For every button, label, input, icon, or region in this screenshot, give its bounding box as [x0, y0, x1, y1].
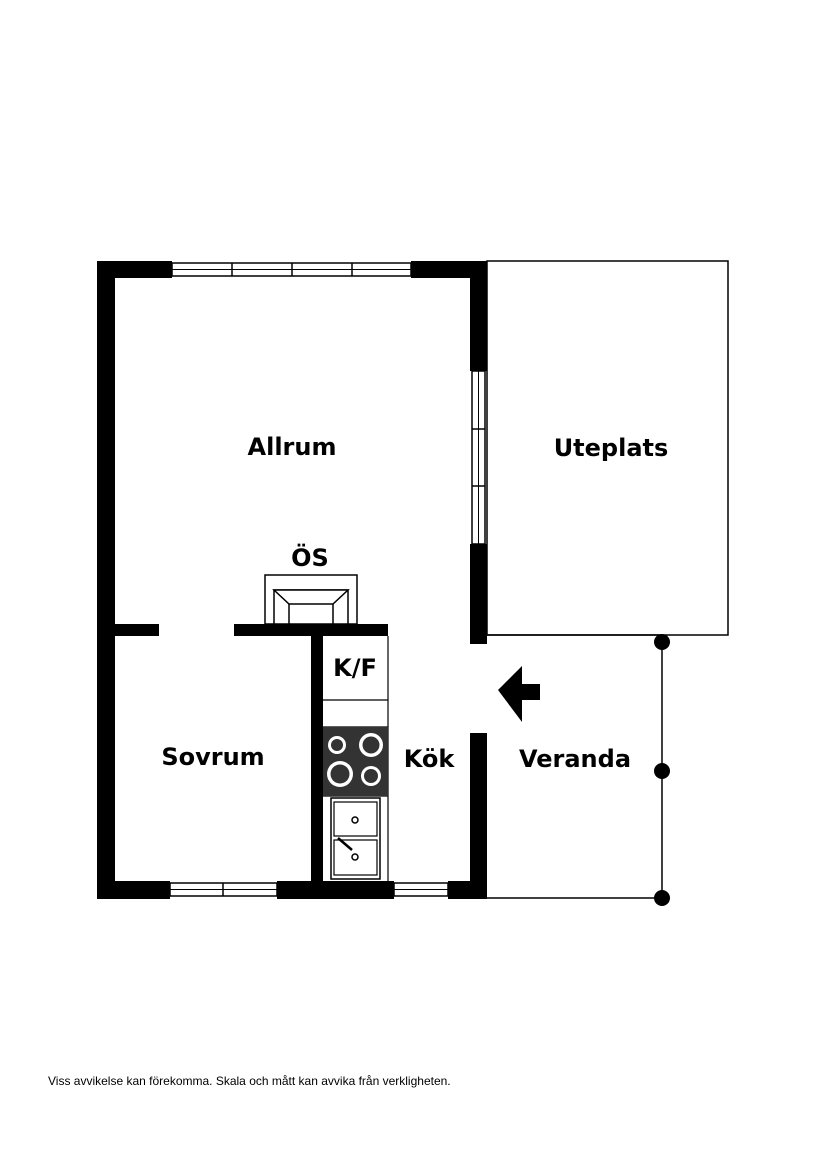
room-label-kf: K/F: [333, 654, 377, 682]
room-label-kok: Kök: [404, 745, 456, 773]
window-right: [471, 370, 486, 545]
fireplace-icon: [264, 574, 358, 625]
window-bottom-kok: [393, 882, 449, 897]
room-label-veranda: Veranda: [519, 745, 631, 773]
veranda-post: [654, 890, 670, 906]
entrance-arrow-icon: [498, 666, 540, 722]
sink-icon: [330, 797, 381, 880]
stove-icon: [323, 727, 388, 796]
room-label-uteplats: Uteplats: [554, 434, 669, 462]
room-label-sovrum: Sovrum: [161, 743, 264, 771]
veranda-post: [654, 634, 670, 650]
veranda-area: [487, 634, 670, 906]
window-top: [171, 262, 412, 277]
room-label-os: ÖS: [291, 542, 329, 572]
veranda-post: [654, 763, 670, 779]
walls: [97, 261, 487, 899]
room-label-allrum: Allrum: [248, 433, 337, 461]
window-bottom-sovrum: [169, 882, 278, 897]
disclaimer-text: Viss avvikelse kan förekomma. Skala och …: [48, 1074, 451, 1088]
